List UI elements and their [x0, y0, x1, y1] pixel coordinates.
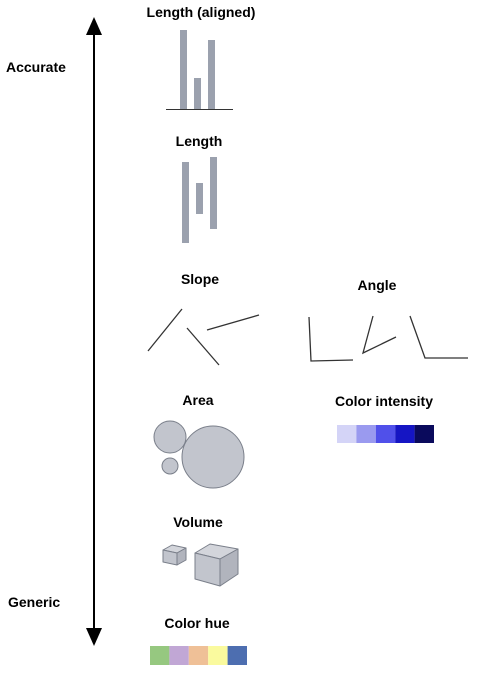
area-circle [153, 420, 187, 454]
hue-swatch [227, 646, 247, 665]
intensity-swatch [395, 425, 415, 443]
hue-swatch [150, 646, 170, 665]
area-circle [161, 457, 179, 475]
volume-glyph [162, 543, 239, 587]
hue-swatch [208, 646, 228, 665]
area-glyph [153, 420, 245, 489]
cube-face [219, 548, 239, 587]
volume-title: Volume [173, 514, 223, 530]
intensity-swatch [414, 425, 434, 443]
area-title: Area [182, 392, 214, 408]
area-circle [181, 425, 245, 489]
aligned-bar [208, 40, 215, 109]
angle-shape [409, 315, 468, 359]
volume-cube-small [162, 544, 187, 566]
aligned-bar [180, 30, 187, 109]
slope-line [147, 308, 183, 352]
length-glyph [182, 157, 217, 243]
length-bar [210, 157, 217, 229]
length-bar [196, 183, 203, 214]
cube-face [176, 547, 187, 566]
length-bar [182, 162, 189, 243]
hue-swatch [188, 646, 209, 665]
slope-glyph [147, 308, 260, 366]
intensity-swatch [375, 425, 396, 443]
accuracy-scale-arrow [86, 17, 102, 646]
length-title: Length [175, 133, 223, 149]
intensity-swatch [356, 425, 376, 443]
angle-shape [308, 316, 354, 362]
slope-title: Slope [180, 271, 220, 287]
color-intensity-swatches [337, 425, 434, 443]
generic-label: Generic [8, 594, 61, 610]
angle-shape [362, 315, 397, 355]
color-intensity-title: Color intensity [334, 393, 434, 409]
color-hue-swatches [150, 646, 247, 665]
color-hue-title: Color hue [164, 615, 230, 631]
hue-swatch [169, 646, 189, 665]
slope-line [206, 314, 260, 331]
aligned-bar [194, 78, 201, 109]
cube-face [162, 549, 178, 566]
length-aligned-title: Length (aligned) [146, 4, 256, 20]
cube-face [194, 552, 221, 587]
length-aligned-glyph [166, 30, 233, 110]
angle-glyph [308, 315, 468, 362]
angle-title: Angle [357, 277, 397, 293]
intensity-swatch [337, 425, 357, 443]
volume-cube-large [194, 543, 239, 587]
slope-line [186, 327, 220, 366]
accurate-label: Accurate [6, 59, 66, 75]
arrow-head-down [86, 628, 102, 646]
arrow-head-up [86, 17, 102, 35]
